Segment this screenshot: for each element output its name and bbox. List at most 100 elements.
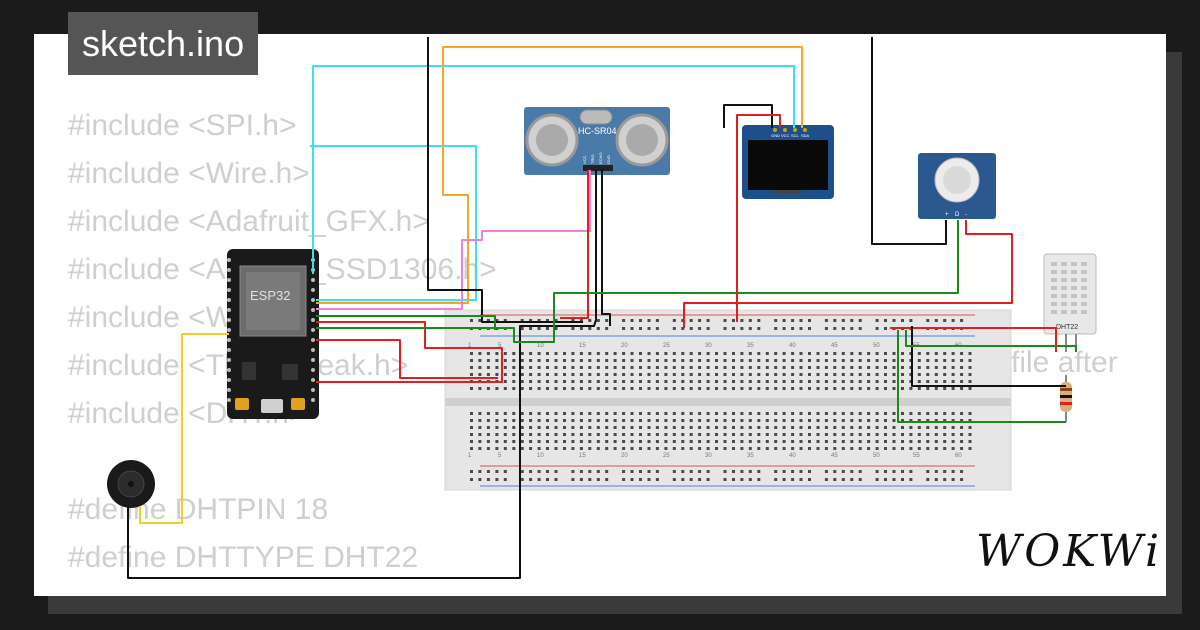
breadboard-hole — [824, 447, 828, 450]
breadboard-hole — [901, 359, 904, 362]
breadboard-hole — [571, 373, 575, 376]
breadboard-hole — [698, 419, 702, 422]
breadboard-hole — [757, 366, 761, 369]
breadboard-hole — [951, 412, 955, 415]
breadboard-hole — [563, 359, 566, 362]
breadboard-hole — [639, 440, 642, 443]
breadboard-hole — [579, 419, 583, 422]
breadboard-hole — [681, 440, 685, 443]
breadboard-hole — [605, 470, 609, 473]
breadboard-hole — [486, 447, 490, 450]
breadboard-hole — [909, 419, 913, 422]
breadboard-hole — [875, 412, 879, 415]
breadboard-hole — [630, 359, 634, 362]
breadboard[interactable]: 1 5 10 15 20 25 30 35 40 45 50 55 60 1 5… — [444, 309, 1012, 491]
breadboard-hole — [968, 433, 972, 436]
column-number: 35 — [747, 453, 754, 459]
oled-display[interactable]: GND VCC SCL SDA — [742, 125, 834, 199]
breadboard-hole — [520, 470, 524, 473]
breadboard-hole — [613, 412, 617, 415]
breadboard-hole — [816, 373, 820, 376]
breadboard-hole — [782, 366, 786, 369]
breadboard-hole — [748, 419, 752, 422]
breadboard-hole — [765, 380, 769, 383]
breadboard-hole — [563, 366, 566, 369]
breadboard-hole — [486, 387, 490, 390]
breadboard-hole — [689, 373, 693, 376]
breadboard-hole — [723, 419, 727, 422]
breadboard-hole — [655, 426, 659, 429]
ultrasonic-pin-labels: VCC TRIG ECHO GND — [582, 152, 611, 164]
breadboard-hole — [748, 359, 752, 362]
breadboard-hole — [672, 447, 676, 450]
breadboard-hole — [943, 440, 947, 443]
breadboard-hole — [791, 380, 795, 383]
breadboard-hole — [571, 380, 575, 383]
breadboard-hole — [951, 380, 955, 383]
breadboard-hole — [901, 447, 904, 450]
breadboard-hole — [579, 470, 583, 473]
breadboard-hole — [833, 426, 837, 429]
breadboard-hole — [943, 412, 947, 415]
resistor[interactable] — [1060, 375, 1072, 422]
breadboard-hole — [588, 319, 592, 322]
breadboard-hole — [689, 327, 693, 330]
buzzer[interactable] — [107, 460, 155, 508]
breadboard-hole — [909, 387, 913, 390]
breadboard-hole — [808, 419, 811, 422]
breadboard-hole — [630, 426, 634, 429]
breadboard-hole — [529, 359, 533, 362]
breadboard-hole — [884, 319, 887, 322]
breadboard-hole — [765, 352, 769, 355]
ultrasonic-sensor[interactable]: HC-SR04 VCC TRIG ECHO GND — [524, 107, 670, 175]
breadboard-hole — [698, 352, 702, 355]
breadboard-hole — [605, 412, 609, 415]
breadboard-hole — [858, 327, 862, 330]
breadboard-hole — [478, 373, 482, 376]
breadboard-hole — [698, 426, 702, 429]
breadboard-hole — [571, 327, 575, 330]
breadboard-hole — [672, 478, 676, 481]
breadboard-hole — [554, 447, 558, 450]
breadboard-hole — [605, 387, 609, 390]
esp32-pin — [227, 298, 231, 302]
dht22-label: DHT22 — [1056, 324, 1078, 331]
breadboard-hole — [630, 319, 634, 322]
breadboard-hole — [867, 373, 871, 376]
breadboard-hole — [529, 352, 533, 355]
breadboard-hole — [782, 412, 786, 415]
breadboard-hole — [529, 478, 533, 481]
breadboard-hole — [647, 447, 651, 450]
breadboard-hole — [529, 433, 533, 436]
breadboard-hole — [613, 373, 617, 376]
breadboard-hole — [901, 319, 904, 322]
breadboard-hole — [486, 352, 490, 355]
breadboard-hole — [613, 366, 617, 369]
esp32-pin — [227, 338, 231, 342]
breadboard-hole — [968, 426, 972, 429]
dht22-vent — [1081, 270, 1087, 274]
breadboard-hole — [740, 447, 744, 450]
wire-red-2 — [316, 339, 498, 379]
breadboard-hole — [791, 327, 795, 330]
breadboard-hole — [588, 470, 592, 473]
breadboard-hole — [503, 366, 507, 369]
breadboard-hole — [858, 426, 862, 429]
breadboard-hole — [672, 352, 676, 355]
breadboard-hole — [858, 380, 862, 383]
esp32-board[interactable]: ESP32 — [227, 249, 319, 419]
breadboard-hole — [884, 366, 887, 369]
breadboard-hole — [563, 352, 566, 355]
sketch-filename-tab[interactable]: sketch.ino — [68, 12, 259, 75]
pir-sensor[interactable]: + D - — [918, 153, 996, 219]
breadboard-hole — [875, 426, 879, 429]
breadboard-hole — [740, 419, 744, 422]
breadboard-hole — [748, 440, 752, 443]
breadboard-hole — [503, 359, 507, 362]
dht22-sensor[interactable]: DHT22 — [1043, 253, 1097, 352]
breadboard-hole — [858, 359, 862, 362]
wire-red-esp — [316, 321, 503, 383]
breadboard-hole — [799, 380, 803, 383]
breadboard-hole — [596, 426, 600, 429]
